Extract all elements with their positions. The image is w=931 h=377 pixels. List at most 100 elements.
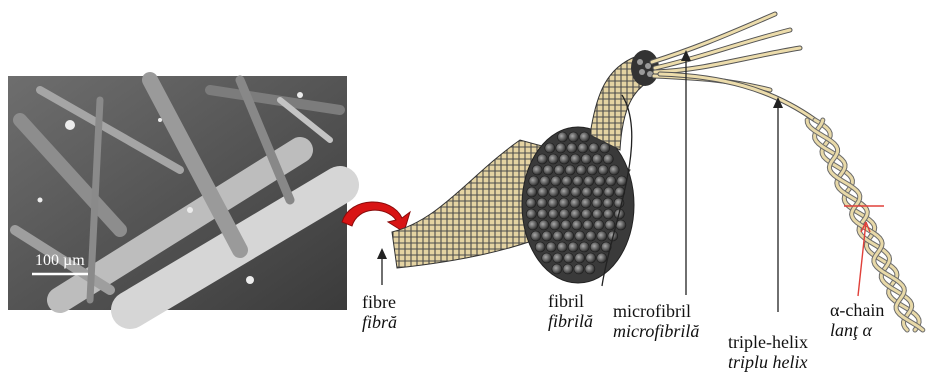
fibril-disc: [586, 231, 596, 241]
fibril-disc: [548, 198, 558, 208]
label-triple-helix-en: triple-helix: [728, 332, 808, 352]
fibril-disc: [538, 187, 548, 197]
fibril-disc: [586, 253, 596, 263]
fibril-disc: [561, 220, 571, 230]
fibril-disc: [542, 231, 552, 241]
fibril-disc: [572, 220, 582, 230]
label-fibre: fibre fibră: [362, 292, 397, 332]
fibril-disc: [537, 154, 547, 164]
fibril-disc: [535, 242, 545, 252]
fibril-disc: [569, 132, 579, 142]
fibril-disc: [531, 231, 541, 241]
fibril-disc: [557, 242, 567, 252]
fibril-disc: [585, 264, 595, 274]
fibril-disc: [543, 165, 553, 175]
fibril-disc: [582, 187, 592, 197]
label-triple-helix-ro: triplu helix: [728, 352, 808, 372]
fibril-disc: [573, 176, 583, 186]
fibril-disc: [605, 220, 615, 230]
fibril-disc: [609, 165, 619, 175]
fibril-disc: [590, 242, 600, 252]
fibril-disc: [540, 176, 550, 186]
fibril-disc: [576, 165, 586, 175]
fibril-disc: [581, 198, 591, 208]
fibril-disc: [584, 176, 594, 186]
label-microfibril-ro: microfibrilă: [613, 321, 699, 341]
fibril-disc: [526, 198, 536, 208]
sem-micrograph: [8, 76, 347, 310]
fibril-disc: [574, 264, 584, 274]
fibril-disc: [551, 176, 561, 186]
fibril-disc: [603, 209, 613, 219]
fibril-disc: [570, 154, 580, 164]
fibril-disc: [559, 209, 569, 219]
fibril-disc: [527, 187, 537, 197]
fibril-disc: [567, 143, 577, 153]
fibril-disc: [560, 187, 570, 197]
fibril-disc: [595, 176, 605, 186]
fibril-disc: [568, 242, 578, 252]
fibril-disc: [564, 231, 574, 241]
fibril-disc: [597, 231, 607, 241]
label-fibril-ro: fibrilă: [548, 311, 593, 331]
zoom-arrow-icon: [342, 202, 410, 232]
fibril-disc: [553, 231, 563, 241]
fibril-disc: [581, 209, 591, 219]
fibril-disc: [592, 209, 602, 219]
fibril-disc: [575, 231, 585, 241]
fibril-disc: [546, 242, 556, 252]
label-alpha-chain-ro: lanţ α: [830, 320, 884, 340]
label-fibre-ro: fibră: [362, 312, 397, 332]
fibril-disc: [559, 198, 569, 208]
fibril-disc: [562, 176, 572, 186]
fibril-disc: [528, 220, 538, 230]
fibril-disc: [581, 154, 591, 164]
label-triple-helix: triple-helix triplu helix: [728, 332, 808, 372]
fibril-disc: [565, 165, 575, 175]
fibril-disc: [553, 253, 563, 263]
fibril-disc: [583, 220, 593, 230]
fibril-disc: [548, 154, 558, 164]
fibril-disc: [539, 220, 549, 230]
label-alpha-chain-en: α-chain: [830, 300, 884, 320]
fibril-disc: [550, 220, 560, 230]
fibril-disc: [570, 198, 580, 208]
fibril-disc: [532, 165, 542, 175]
fibril-disc: [563, 264, 573, 274]
fibril-disc: [579, 242, 589, 252]
fibril-disc: [554, 165, 564, 175]
fibril-disc: [558, 132, 568, 142]
fibril-disc: [598, 165, 608, 175]
fibril-disc: [593, 187, 603, 197]
fibril-disc: [537, 209, 547, 219]
fibre-arrowhead-icon: [377, 248, 387, 259]
fibril-disc: [603, 154, 613, 164]
label-microfibril-en: microfibril: [613, 301, 699, 321]
scale-bar-label: 100 µm: [35, 252, 85, 270]
fibril-disc: [559, 154, 569, 164]
label-microfibril: microfibril microfibrilă: [613, 301, 699, 341]
fibril-disc: [549, 187, 559, 197]
fibril-disc: [589, 143, 599, 153]
fibril-disc: [542, 253, 552, 263]
fibril-disc: [537, 198, 547, 208]
fibril-disc: [578, 143, 588, 153]
fibril-disc: [526, 209, 536, 219]
fibril-disc: [575, 253, 585, 263]
fibril-disc: [571, 187, 581, 197]
fibril-disc: [592, 198, 602, 208]
fibril-disc: [587, 165, 597, 175]
fibril-disc: [597, 253, 607, 263]
fibril-disc: [570, 209, 580, 219]
label-fibril: fibril fibrilă: [548, 291, 593, 331]
fibril-disc: [552, 264, 562, 274]
fibril-disc: [603, 198, 613, 208]
microfibril-strands: [652, 14, 815, 120]
fibril-disc: [580, 132, 590, 142]
label-fibril-en: fibril: [548, 291, 593, 311]
fibril-disc: [594, 220, 604, 230]
fibril-disc: [529, 176, 539, 186]
fibril-disc: [604, 187, 614, 197]
label-fibre-en: fibre: [362, 292, 397, 312]
